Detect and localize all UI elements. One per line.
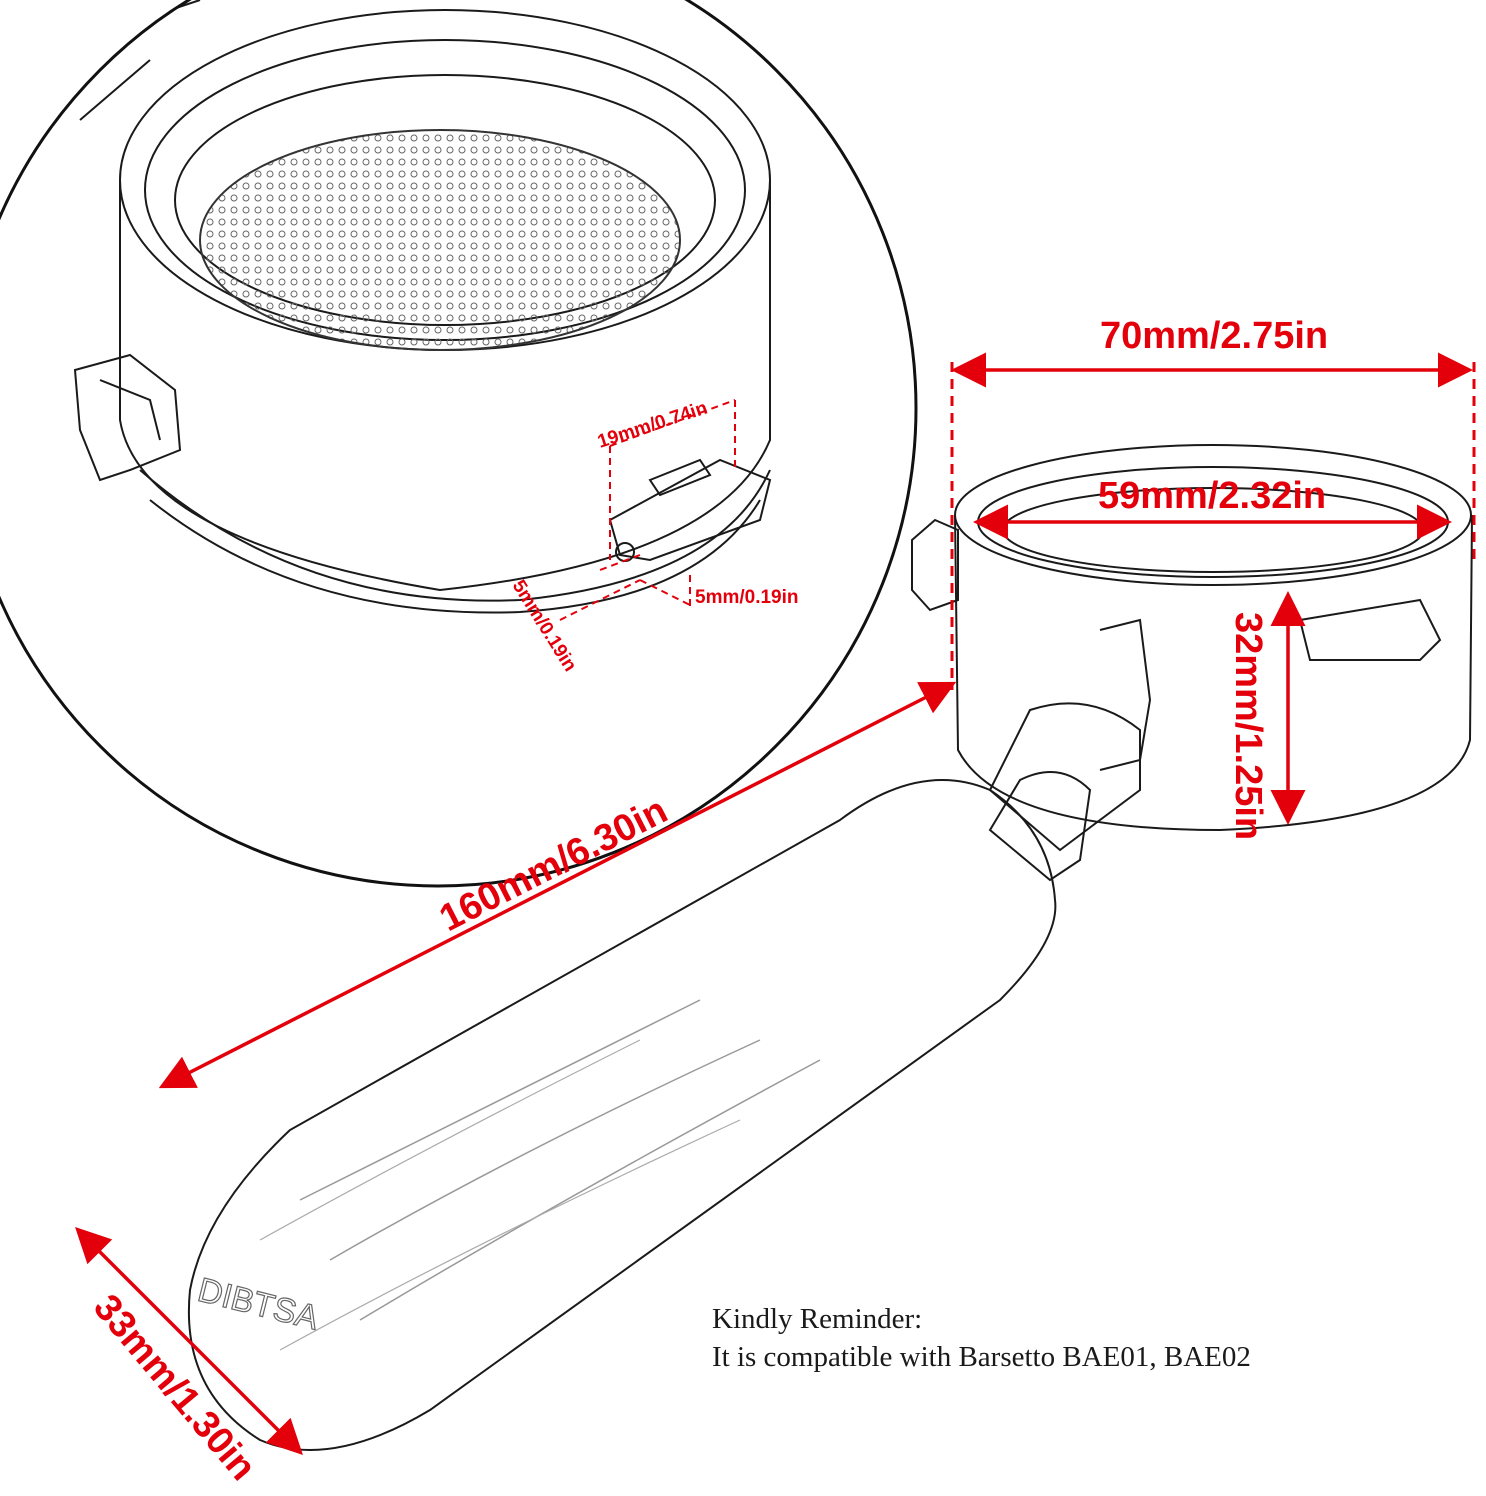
- cup-rim: [954, 444, 1472, 586]
- zoom-detail: 19mm/0.74in 5mm/0.19in 5mm/0.19in: [0, 0, 918, 888]
- handle-diameter-line: [75, 1227, 303, 1455]
- right-lug: [1298, 598, 1442, 661]
- dimension-lines: [75, 352, 1476, 1455]
- neck: [1099, 618, 1152, 771]
- reminder-title: Kindly Reminder:: [712, 1303, 923, 1335]
- outer-diameter-label: 70mm/2.75in: [1100, 315, 1328, 357]
- brand-engraving: DIBTSA: [194, 1271, 323, 1338]
- zoom-mesh: [199, 129, 681, 351]
- zoom-left-lug: [73, 353, 182, 482]
- ear-height-label: 19mm/0.74in: [595, 398, 710, 453]
- zoom-right-lug: [608, 458, 772, 562]
- reminder-note: Kindly Reminder: It is compatible with B…: [712, 1300, 1251, 1376]
- length-label: 160mm/6.30in: [433, 789, 674, 940]
- reminder-text: It is compatible with Barsetto BAE01, BA…: [712, 1341, 1251, 1373]
- height-label: 32mm/1.25in: [1227, 612, 1269, 840]
- zoom-handle-stub: [59, 0, 201, 121]
- inner-diameter-label: 59mm/2.32in: [1098, 475, 1326, 517]
- left-lug: [911, 518, 959, 612]
- length-line: [158, 681, 957, 1089]
- ear-width-label: 5mm/0.19in: [695, 587, 799, 608]
- ear-depth-label: 5mm/0.19in: [508, 577, 581, 676]
- cup-body: [954, 514, 1473, 832]
